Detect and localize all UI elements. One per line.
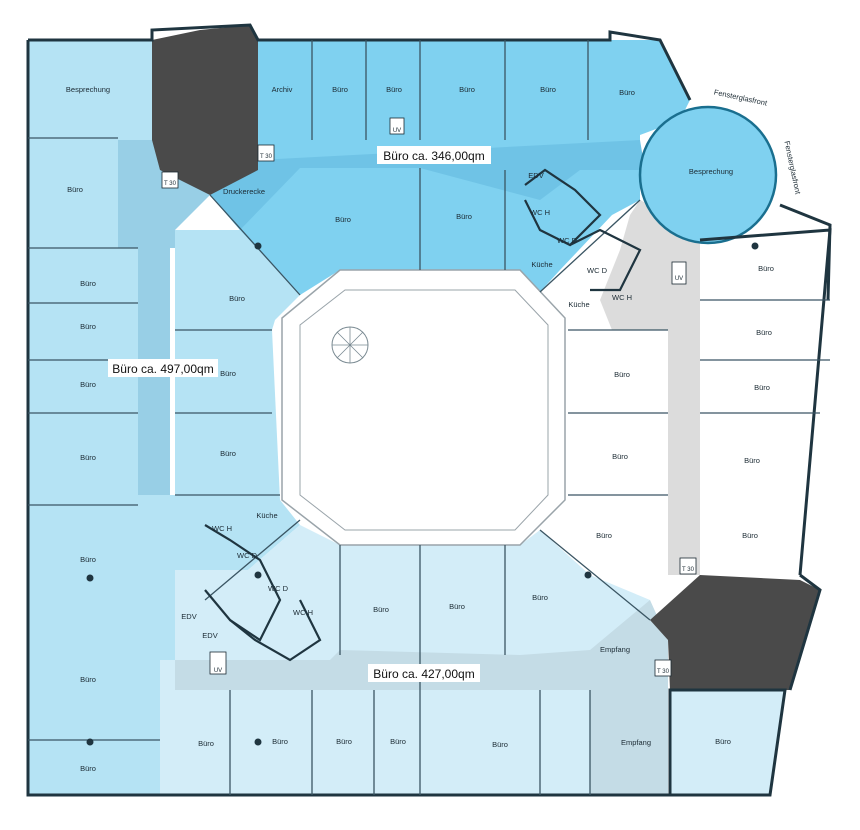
uv-tag: UV — [214, 668, 222, 674]
room-wc-d: WC D — [557, 236, 578, 245]
atrium-outer — [281, 269, 566, 546]
columns — [86, 242, 759, 746]
room-buero: Büro — [220, 369, 236, 378]
t30-tag: T 30 — [164, 181, 177, 187]
room-buero: Büro — [220, 449, 236, 458]
room-kueche: Küche — [531, 260, 552, 269]
room-empfang: Empfang — [621, 738, 651, 747]
room-buero: Büro — [198, 739, 214, 748]
area-label-top: Büro ca. 346,00qm — [377, 146, 491, 164]
room-buero: Büro — [619, 88, 635, 97]
room-wc-d: WC D — [237, 551, 258, 560]
room-buero: Büro — [80, 380, 96, 389]
wet-core-walls — [204, 168, 642, 662]
corridor-left — [118, 140, 210, 495]
area-label-left: Büro ca. 497,00qm — [108, 359, 218, 377]
zone-empfang — [590, 690, 668, 795]
room-buero: Büro — [80, 675, 96, 684]
room-wc-h: WC H — [612, 293, 632, 302]
room-buero: Büro — [492, 740, 508, 749]
room-buero: Büro — [758, 264, 774, 273]
room-buero: Büro — [335, 215, 351, 224]
room-archiv: Archiv — [272, 85, 293, 94]
room-buero: Büro — [612, 452, 628, 461]
corridor-right — [600, 200, 700, 575]
room-buero: Büro — [67, 185, 83, 194]
room-buero: Büro — [532, 593, 548, 602]
area-label-bottom: Büro ca. 427,00qm — [368, 664, 480, 682]
zone-br-office — [670, 690, 785, 795]
room-kueche: Küche — [568, 300, 589, 309]
room-buero: Büro — [459, 85, 475, 94]
room-buero: Büro — [229, 294, 245, 303]
room-buero: Büro — [456, 212, 472, 221]
room-buero: Büro — [744, 456, 760, 465]
zone-left-east — [175, 230, 300, 570]
room-buero: Büro — [390, 737, 406, 746]
room-druckerecke: Druckerecke — [223, 187, 265, 196]
room-buero: Büro — [80, 764, 96, 773]
uv-tag: UV — [675, 276, 683, 282]
facade-label-top: Fensterglasfront — [713, 88, 769, 108]
corridor-top — [160, 140, 645, 230]
room-wc-h: WC H — [530, 208, 550, 217]
room-buero: Büro — [80, 555, 96, 564]
room-wc-h: WC H — [293, 608, 313, 617]
room-buero: Büro — [715, 737, 731, 746]
svg-text:Büro ca. 497,00qm: Büro ca. 497,00qm — [112, 362, 213, 376]
round-meeting-room — [638, 105, 778, 245]
room-buero: Büro — [540, 85, 556, 94]
room-buero: Büro — [336, 737, 352, 746]
room-buero: Büro — [614, 370, 630, 379]
svg-text:Büro ca. 346,00qm: Büro ca. 346,00qm — [383, 149, 484, 163]
exterior-wall — [28, 23, 692, 101]
room-buero: Büro — [756, 328, 772, 337]
corridor-bottom — [175, 600, 668, 690]
room-empfang: Empfang — [600, 645, 630, 654]
interior-walls — [28, 40, 830, 795]
room-buero: Büro — [272, 737, 288, 746]
room-buero: Büro — [332, 85, 348, 94]
spiral-stair — [331, 326, 369, 364]
room-edv: EDV — [202, 631, 217, 640]
stair-core-top — [152, 25, 258, 195]
room-buero: Büro — [754, 383, 770, 392]
room-besprechung-round: Besprechung — [689, 167, 733, 176]
atrium-inner — [299, 289, 549, 531]
facade-label-right: Fensterglasfront — [782, 140, 802, 196]
t30-tag: T 30 — [682, 567, 695, 573]
room-buero: Büro — [373, 605, 389, 614]
room-labels: Besprechung Büro Büro Büro Büro Büro Bür… — [66, 85, 774, 773]
room-wc-h: WC H — [212, 524, 232, 533]
room-wc-d: WC D — [587, 266, 608, 275]
room-buero: Büro — [80, 453, 96, 462]
tags: UV T 30 T 30 UV T 30 T 30 UV — [161, 117, 697, 677]
room-kueche: Küche — [256, 511, 277, 520]
room-edv: EDV — [181, 612, 196, 621]
uv-tag: UV — [393, 128, 401, 134]
room-edv: EDV — [528, 171, 543, 180]
svg-text:Büro ca. 427,00qm: Büro ca. 427,00qm — [373, 667, 474, 681]
room-buero: Büro — [80, 279, 96, 288]
room-buero: Büro — [596, 531, 612, 540]
zone-left — [28, 40, 175, 795]
t30-tag: T 30 — [260, 154, 273, 160]
room-buero: Büro — [80, 322, 96, 331]
t30-tag: T 30 — [657, 669, 670, 675]
room-buero: Büro — [386, 85, 402, 94]
room-wc-d: WC D — [268, 584, 289, 593]
room-buero: Büro — [449, 602, 465, 611]
stair-core-bottom — [650, 575, 820, 690]
room-besprechung-topleft: Besprechung — [66, 85, 110, 94]
room-buero: Büro — [742, 531, 758, 540]
